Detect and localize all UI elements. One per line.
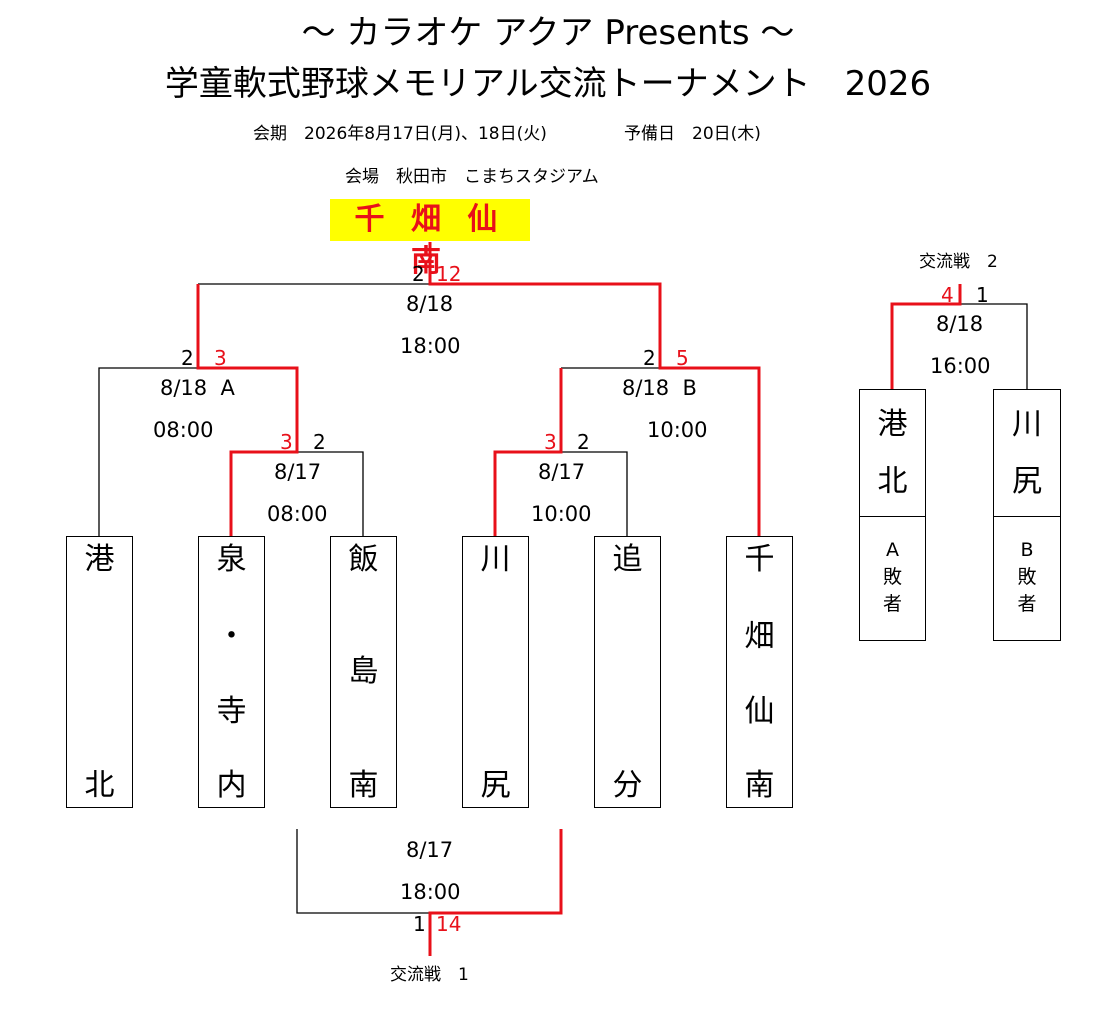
- exchange2-left-sub-2: 敗: [882, 566, 902, 588]
- team-kohoku-char-1: 港: [84, 542, 115, 577]
- semi-b-score-left: 2: [643, 346, 656, 370]
- team-iijima-char-3: 南: [348, 768, 379, 803]
- exchange2-left-sub-3: 者: [882, 593, 902, 615]
- exchange2-time: 16:00: [930, 354, 991, 378]
- semi-b-score-right: 5: [676, 346, 689, 370]
- team-kawashiri: 川 尻: [462, 536, 529, 808]
- exchange2-left-char-1: 港: [877, 407, 908, 442]
- final-time: 18:00: [400, 334, 461, 358]
- semi-b-time: 10:00: [647, 418, 708, 442]
- line-kohoku: [98, 367, 198, 536]
- team-iijima-char-2: 島: [348, 654, 379, 689]
- win-line-izumi: [196, 284, 299, 536]
- exchange2-date: 8/18: [936, 312, 984, 336]
- team-izumi-char-3: 寺: [216, 694, 247, 729]
- team-izumi-char-1: 泉: [216, 542, 247, 577]
- exchange1-score-right: 14: [436, 912, 462, 936]
- exchange2-left-divider: [860, 516, 925, 517]
- final-date: 8/18: [406, 292, 454, 316]
- venue: 会場 秋田市 こまちスタジアム: [345, 167, 599, 187]
- exchange2-team-right: 川 尻 B 敗 者: [993, 389, 1061, 641]
- qf1-score-right: 2: [313, 430, 326, 454]
- exchange2-score-left: 4: [941, 283, 954, 307]
- qf1-score-left: 3: [280, 430, 293, 454]
- exchange2-right-sub-1: B: [1020, 539, 1034, 561]
- qf2-score-left: 3: [544, 430, 557, 454]
- tournament-title: 学童軟式野球メモリアル交流トーナメント 2026: [164, 64, 932, 104]
- semi-a-time: 08:00: [153, 418, 214, 442]
- team-oiwake-char-1: 追: [612, 542, 643, 577]
- win-line-kawashiri: [493, 368, 563, 536]
- team-senhata-char-2: 畑: [744, 619, 775, 654]
- line-exchange1-left: [296, 829, 430, 914]
- team-iijima-minami: 飯 島 南: [330, 536, 397, 808]
- team-senhata-char-4: 南: [744, 768, 775, 803]
- team-kohoku: 港 北: [66, 536, 133, 808]
- presents-title: ～ カラオケ アクア Presents ～: [301, 13, 795, 53]
- team-iijima-char-1: 飯: [348, 542, 379, 577]
- team-izumi-char-2: ・: [216, 619, 247, 654]
- team-senhata-char-3: 仙: [744, 694, 775, 729]
- team-oiwake: 追 分: [594, 536, 661, 808]
- team-senhata-sennan: 千 畑 仙 南: [726, 536, 793, 808]
- exchange1-date: 8/17: [406, 838, 454, 862]
- exchange2-team-left: 港 北 A 敗 者: [859, 389, 926, 641]
- qf1-date: 8/17: [274, 460, 322, 484]
- reserve-date: 予備日 20日(木): [624, 124, 761, 144]
- team-kohoku-char-2: 北: [84, 768, 115, 803]
- line-exchange2-right: [960, 303, 1028, 389]
- exchange2-right-char-1: 川: [1012, 407, 1042, 442]
- qf2-score-right: 2: [577, 430, 590, 454]
- exchange2-right-sub-3: 者: [1017, 593, 1037, 615]
- semi-a-score-left: 2: [181, 346, 194, 370]
- exchange1-score-left: 1: [413, 912, 426, 936]
- win-line-senhata: [428, 242, 761, 536]
- team-izumi-char-4: 内: [216, 768, 247, 803]
- win-line-exchange2: [890, 284, 962, 389]
- win-line-exchange1: [428, 829, 563, 956]
- team-oiwake-char-2: 分: [612, 768, 643, 803]
- tournament-dates: 会期 2026年8月17日(月)、18日(火): [253, 124, 547, 144]
- exchange2-left-sub-1: A: [886, 539, 899, 561]
- exchange2-right-sub-2: 敗: [1017, 566, 1037, 588]
- team-senhata-char-1: 千: [744, 542, 775, 577]
- exchange2-left-char-2: 北: [877, 464, 908, 499]
- champion-banner: 千 畑 仙 南: [330, 199, 530, 279]
- team-kawashiri-char-1: 川: [480, 542, 511, 577]
- semi-b-date: 8/18 B: [622, 376, 697, 400]
- qf1-time: 08:00: [267, 502, 328, 526]
- team-kawashiri-char-2: 尻: [480, 768, 511, 803]
- exchange2-right-divider: [994, 516, 1060, 517]
- exchange2-label: 交流戦 2: [919, 252, 998, 272]
- qf2-time: 10:00: [531, 502, 592, 526]
- qf2-date: 8/17: [538, 460, 586, 484]
- semi-a-score-right: 3: [214, 346, 227, 370]
- semi-a-date: 8/18 A: [160, 376, 235, 400]
- line-oiwake: [561, 451, 628, 536]
- final-score-left: 2: [412, 262, 425, 286]
- line-iijimaminami: [297, 451, 364, 536]
- final-score-right: 12: [436, 262, 462, 286]
- exchange1-label: 交流戦 1: [390, 965, 469, 985]
- exchange1-time: 18:00: [400, 880, 461, 904]
- team-izumi-terauchi: 泉 ・ 寺 内: [198, 536, 265, 808]
- exchange2-score-right: 1: [976, 283, 989, 307]
- exchange2-right-char-2: 尻: [1012, 464, 1042, 499]
